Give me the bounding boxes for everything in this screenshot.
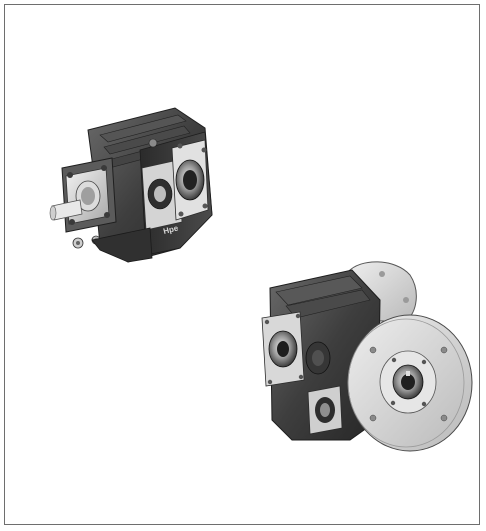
gearbox-1: Hpe	[49, 107, 213, 263]
gearbox-1-brand-marking: Hpe	[162, 223, 179, 236]
gearbox-2	[261, 261, 473, 452]
